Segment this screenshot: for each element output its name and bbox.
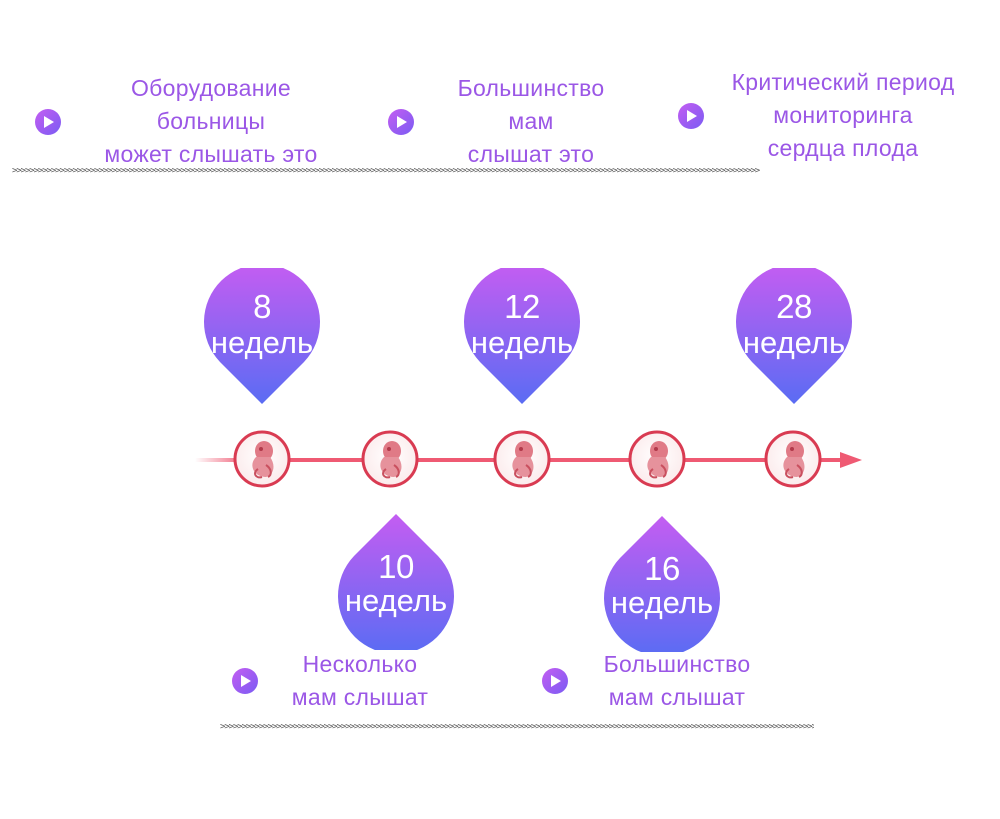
milestone-unit: недель: [610, 585, 714, 620]
note-line: мам слышат: [608, 684, 746, 710]
milestone-16-weeks: 16 недель: [602, 512, 722, 652]
note-text: Несколько мам слышат: [250, 648, 470, 714]
stage-circle-28: [764, 430, 822, 488]
note-line: Оборудование: [130, 75, 292, 101]
note-line: слышат это: [467, 141, 595, 167]
note-line: мам слышат: [291, 684, 429, 710]
play-circle-icon: [678, 102, 704, 129]
milestone-number: 28: [776, 288, 812, 325]
note-line: Критический период: [731, 69, 955, 95]
milestone-8-weeks: 8 недель: [202, 268, 322, 408]
milestone-unit: недель: [210, 325, 314, 360]
milestone-number: 12: [504, 288, 540, 325]
play-circle-icon: [388, 108, 414, 135]
milestone-12-weeks: 12 недель: [462, 268, 582, 408]
note-most-moms-hear: Большинство мам слышат это: [386, 72, 641, 171]
note-line: Большинство: [457, 75, 605, 101]
timeline-arrowhead: [840, 452, 862, 468]
stage-circle-10: [361, 430, 419, 488]
play-circle-icon: [232, 668, 258, 694]
milestone-number: 8: [253, 288, 271, 325]
note-line: Несколько: [302, 651, 418, 677]
milestone-number: 16: [644, 550, 680, 587]
stage-circle-16: [628, 430, 686, 488]
milestone-28-weeks: 28 недель: [734, 268, 854, 408]
note-text: Критический период мониторинга сердца пл…: [708, 66, 978, 165]
note-line: больницы: [156, 108, 266, 134]
note-critical-period: Критический период мониторинга сердца пл…: [676, 66, 978, 165]
top-separator: >>>>>>>>>>>>>>>>>>>>>>>>>>>>>>>>>>>>>>>>…: [12, 166, 760, 176]
drop-pin-icon: [604, 516, 720, 652]
note-line: может слышать это: [104, 141, 318, 167]
play-circle-icon: [542, 668, 568, 694]
milestone-number: 10: [378, 548, 414, 585]
drop-pin-icon: [736, 268, 852, 404]
note-line: мониторинга: [773, 102, 913, 128]
note-line: Большинство: [603, 651, 751, 677]
note-line: мам: [508, 108, 554, 134]
drop-pin-icon: [464, 268, 580, 404]
stage-circle-12: [493, 430, 551, 488]
note-text: Большинство мам слышат это: [421, 72, 641, 171]
stage-circle-8: [233, 430, 291, 488]
milestone-10-weeks: 10 недель: [336, 510, 456, 650]
note-line: сердца плода: [767, 135, 919, 161]
drop-pin-icon: [204, 268, 320, 404]
milestone-unit: недель: [470, 325, 574, 360]
milestone-unit: недель: [344, 583, 448, 618]
note-most-moms-hear-16: Большинство мам слышат: [540, 648, 787, 714]
play-circle-icon: [35, 108, 61, 135]
note-text: Большинство мам слышат: [567, 648, 787, 714]
milestone-unit: недель: [742, 325, 846, 360]
note-text: Оборудование больницы может слышать это: [61, 72, 361, 171]
drop-pin-icon: [338, 514, 454, 650]
bottom-separator: >>>>>>>>>>>>>>>>>>>>>>>>>>>>>>>>>>>>>>>>…: [220, 722, 814, 732]
note-hospital-equipment: Оборудование больницы может слышать это: [33, 72, 361, 171]
note-some-moms-hear: Несколько мам слышат: [230, 648, 470, 714]
